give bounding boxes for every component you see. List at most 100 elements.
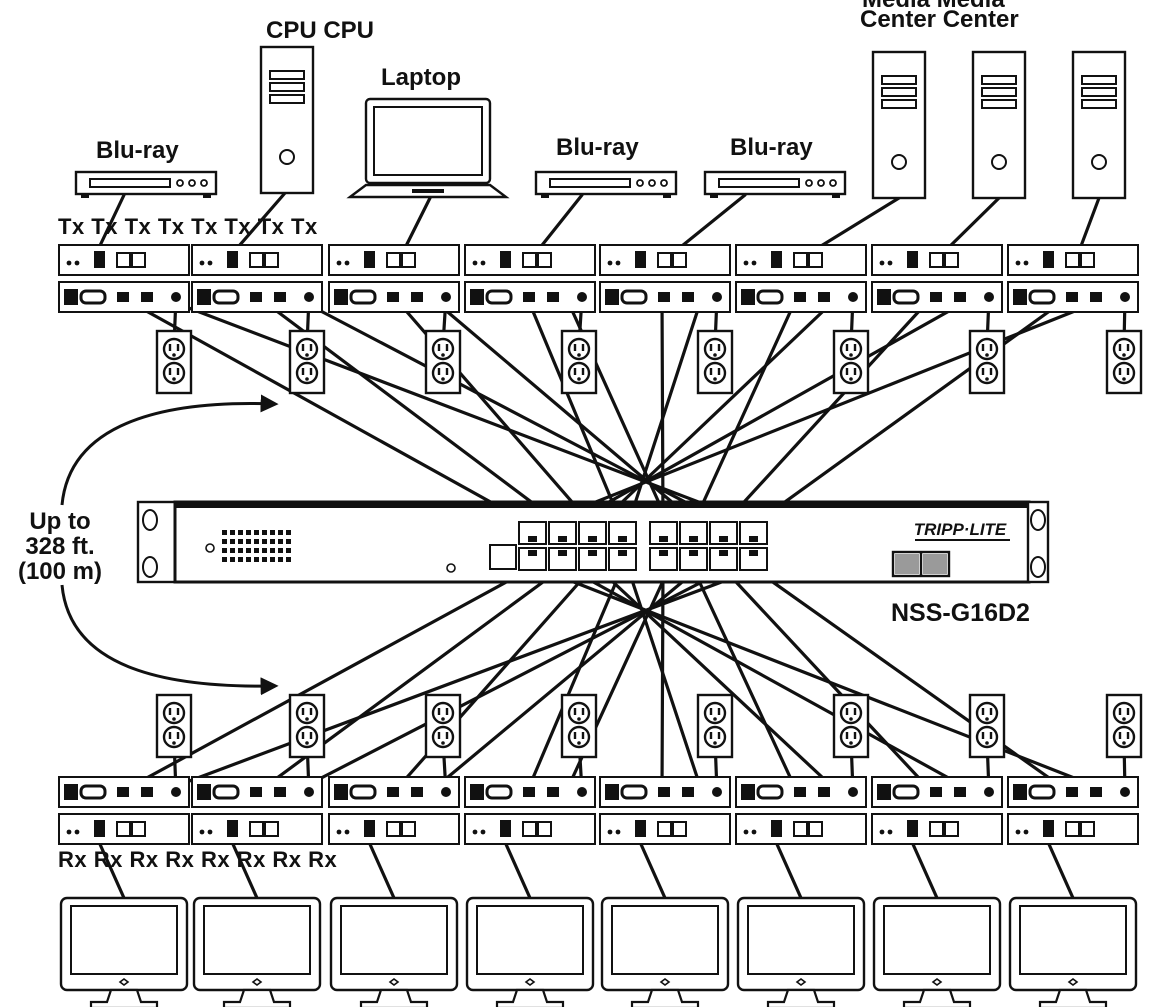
usb-port — [387, 292, 399, 302]
led-indicator — [278, 539, 283, 544]
status-led — [207, 260, 213, 266]
ethernet-cable — [428, 295, 701, 527]
disc-tray — [718, 178, 800, 188]
source-devices — [74, 45, 1127, 200]
rj45-port — [944, 821, 959, 837]
rj45-port — [264, 821, 279, 837]
monitor-logo — [795, 978, 807, 986]
dc-jack — [171, 292, 181, 302]
rj45-port — [1065, 252, 1080, 268]
monitor — [1008, 896, 1138, 1007]
ethernet-cable — [536, 295, 1112, 527]
status-led — [1023, 260, 1029, 266]
monitor-logo — [524, 978, 536, 986]
serial-port — [892, 784, 920, 800]
rj45-port — [1080, 252, 1095, 268]
bluray-button — [805, 179, 813, 187]
dc-jack — [848, 292, 858, 302]
rx-unit — [871, 776, 1003, 845]
ethernet-cable — [428, 566, 701, 794]
rj45-port — [401, 252, 416, 268]
ethernet-port — [578, 521, 607, 545]
power-outlet — [560, 329, 598, 395]
usb-port — [250, 292, 262, 302]
outlet-ground — [577, 377, 581, 381]
tx-unit — [871, 244, 1003, 313]
hdmi-port — [227, 251, 238, 268]
hdmi-cable — [97, 840, 126, 900]
led-indicator — [246, 530, 251, 535]
power-outlet — [155, 693, 193, 759]
usb-port — [930, 292, 942, 302]
ethernet-port — [518, 547, 547, 571]
led-indicator — [270, 539, 275, 544]
usb-port — [411, 787, 423, 797]
rj45-port — [249, 252, 264, 268]
status-led — [1023, 829, 1029, 835]
distance-arrow-up — [60, 394, 279, 506]
monitor — [329, 896, 459, 1007]
sfp-module — [895, 554, 919, 574]
monitor-logo — [1067, 978, 1079, 986]
bluray-label-left: Blu-ray — [96, 137, 179, 164]
media-center-label-top: Media Media — [862, 0, 1005, 12]
rj45-port — [116, 252, 131, 268]
port-latch — [719, 536, 728, 542]
power-outlet — [832, 329, 870, 395]
rj45-port — [537, 252, 552, 268]
power-button — [891, 154, 907, 170]
ethernet-cable — [536, 566, 1112, 794]
power-button — [1091, 154, 1107, 170]
tx-unit — [1007, 244, 1139, 313]
usb-port — [682, 292, 694, 302]
outlet-ground — [172, 741, 176, 745]
serial-port — [485, 289, 513, 305]
reset-button — [446, 563, 456, 573]
tx-row-label: Tx Tx Tx Tx Tx Tx Tx Tx — [58, 214, 318, 239]
led-indicator — [262, 539, 267, 544]
rx-unit — [599, 776, 731, 845]
serial-port — [1028, 289, 1056, 305]
ethernet-port — [608, 547, 637, 571]
rx-unit — [58, 776, 190, 845]
led-indicator — [246, 548, 251, 553]
bluray-button — [817, 179, 825, 187]
port-latch — [558, 550, 567, 556]
status-led — [743, 829, 749, 835]
led-indicator — [262, 530, 267, 535]
cables — [94, 191, 1112, 900]
port-latch — [558, 536, 567, 542]
lan-port — [334, 289, 348, 305]
lan-port — [1013, 289, 1027, 305]
led-indicator — [238, 557, 243, 562]
port-latch — [528, 536, 537, 542]
tower-case — [871, 50, 927, 200]
monitor-screen — [70, 905, 178, 975]
bluray-button — [200, 179, 208, 187]
bluray-button — [829, 179, 837, 187]
outlet-ground — [441, 353, 445, 357]
bluray-button — [636, 179, 644, 187]
monitor — [192, 896, 322, 1007]
monitor — [736, 896, 866, 1007]
lan-port — [1013, 784, 1027, 800]
monitor-logo — [659, 978, 671, 986]
led-indicator — [254, 548, 259, 553]
distance-line-3: (100 m) — [17, 558, 103, 586]
tx-unit — [735, 244, 867, 313]
monitor-screen — [1019, 905, 1127, 975]
port-latch — [749, 550, 758, 556]
usb-port — [954, 787, 966, 797]
ethernet-port — [679, 521, 708, 545]
bluray-player — [534, 170, 678, 198]
ethernet-port — [649, 547, 678, 571]
outlet-ground — [441, 717, 445, 721]
distance-label: Up to 328 ft. (100 m) — [2, 509, 118, 585]
serial-port — [212, 784, 240, 800]
monitor — [600, 896, 730, 1007]
led-indicator — [286, 548, 291, 553]
status-led — [887, 260, 893, 266]
lan-port — [334, 784, 348, 800]
status-led — [344, 829, 350, 835]
